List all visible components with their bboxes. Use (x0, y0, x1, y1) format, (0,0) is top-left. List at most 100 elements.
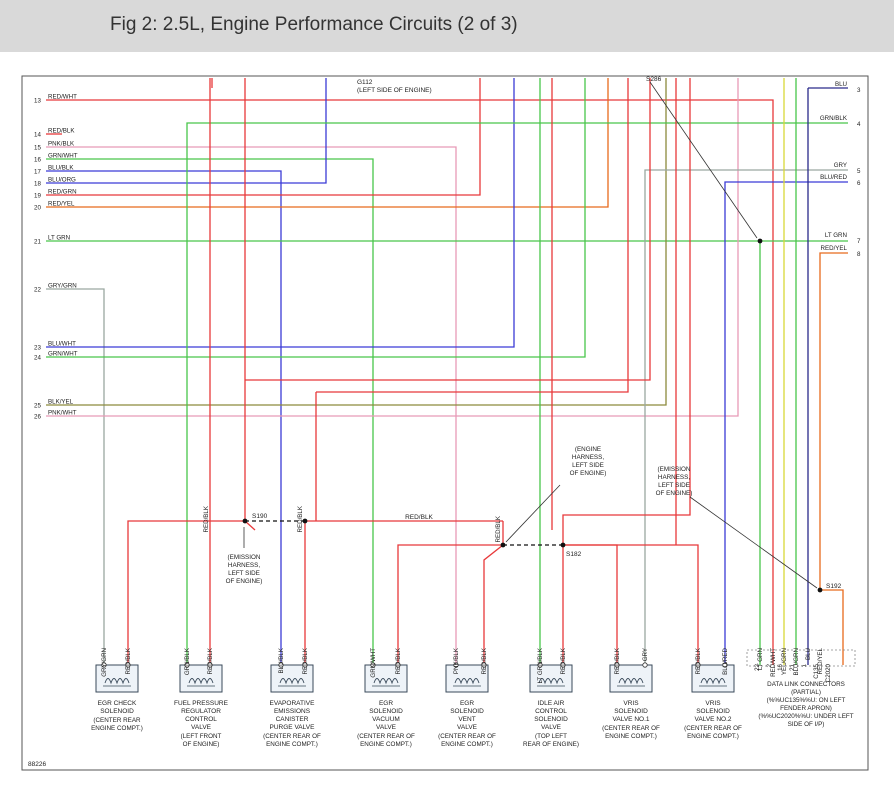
wire-s190-egr-check (127, 520, 245, 665)
component-name: REGULATOR (181, 708, 221, 715)
leader-line (649, 81, 758, 239)
wire-number: 25 (34, 403, 41, 410)
figure-title-bar: Fig 2: 2.5L, Engine Performance Circuits… (0, 0, 894, 52)
wire-label: BLU (835, 81, 847, 88)
wire-number: 18 (34, 181, 41, 188)
component-name: VRIS (705, 700, 721, 707)
wire-label: RED/BLK (203, 505, 210, 532)
wire-number: 20 (34, 205, 41, 212)
wire-red-yel-left (46, 78, 609, 208)
wire-s182-egr-vac (397, 544, 503, 665)
component-name: VALVE (541, 724, 562, 731)
wire-red-loop-2 (316, 78, 629, 393)
note-engine-harness: LEFT SIDE (572, 462, 604, 469)
splice-label-s286: S286 (646, 76, 662, 83)
wire-label: RED/BLK (48, 128, 75, 135)
wire-blu-red (724, 181, 848, 665)
wire-label: RED/WHT (48, 94, 77, 101)
component-location: REAR OF ENGINE) (523, 741, 579, 748)
wire-label: GRN/WHT (48, 153, 78, 160)
component-location: ENGINE COMPT.) (266, 741, 318, 748)
wire-number: 14 (34, 132, 41, 139)
dlc-name: (%%UC135%%U: ON LEFT (767, 697, 846, 704)
wire-label: RED/BLK (302, 647, 309, 674)
wire-label: GRY (834, 162, 847, 169)
splice-s192-dot (817, 587, 823, 593)
wire-label: RED/GRN (48, 189, 77, 196)
component-name: VALVE (457, 724, 478, 731)
wire-number: 7 (857, 238, 861, 245)
connector-pin (695, 662, 701, 668)
solenoid-icon (529, 664, 573, 693)
wire-label: GRN/WHT (48, 351, 78, 358)
note-emission-harness: LEFT SIDE (228, 570, 260, 577)
wire-label: RED/BLK (614, 647, 621, 674)
figure-id: 88226 (28, 761, 46, 768)
component-location: ENGINE COMPT.) (441, 741, 493, 748)
wire-label: LT GRN (757, 648, 764, 670)
wire-label: RED/BLK (481, 647, 488, 674)
connector-pin (537, 662, 543, 668)
wire-gry-grn (46, 288, 105, 665)
note-engine-harness: HARNESS, (572, 454, 604, 461)
component-name: CONTROL (185, 716, 217, 723)
splice-s182-dot (560, 542, 566, 548)
wire-gry (644, 169, 848, 665)
wire-number: 3 (857, 87, 861, 94)
component-name: FUEL PRESSURE (174, 700, 229, 707)
dlc-name: SIDE OF I/P) (788, 721, 825, 728)
splice-s286-dot (757, 238, 763, 244)
splice-label-s182: S182 (566, 551, 582, 558)
wire-blu-blk (46, 170, 282, 665)
wire-label: BLK/YEL (48, 399, 74, 406)
wire-number: 8 (857, 251, 861, 258)
dlc-pin-label: C135 (813, 663, 820, 678)
component-name: SOLENOID (534, 716, 568, 723)
wire-label: LT GRN/BLK (537, 647, 544, 683)
component-name: VALVE (376, 724, 397, 731)
wire-label-redblk-mid: RED/BLK (405, 514, 433, 521)
connector-pin (395, 662, 401, 668)
note-emission-harness: OF ENGINE) (226, 578, 263, 585)
wire-label: RED/BLK (495, 515, 502, 542)
wire-number: 4 (857, 121, 861, 128)
coil-icon (454, 678, 480, 685)
coil-icon (104, 678, 130, 685)
coil-icon (700, 678, 726, 685)
page-title: Fig 2: 2.5L, Engine Performance Circuits… (110, 14, 518, 35)
splice-label-s190: S190 (252, 513, 268, 520)
connector-pin (184, 662, 190, 668)
component-location: ENGINE COMPT.) (91, 725, 143, 732)
solenoid-icon (609, 664, 653, 693)
component-name: SOLENOID (450, 708, 484, 715)
wire-label: RED/BLK (207, 647, 214, 674)
dlc-name: (%%UC2020%%U: UNDER LEFT (758, 713, 853, 720)
wire-grn-wht-upper (46, 78, 586, 358)
connector-pin (370, 662, 376, 668)
component-location: ENGINE COMPT.) (360, 741, 412, 748)
wire-number: 24 (34, 355, 41, 362)
wire-label: GRY/GRN (101, 648, 108, 677)
solenoid-icon (179, 664, 223, 693)
dlc-name: FENDER APRON) (780, 705, 832, 712)
dlc-pin-label: 22 (754, 663, 761, 670)
connector-pin (278, 662, 284, 668)
connector-pin (560, 662, 566, 668)
wire-label: BLU (805, 648, 812, 660)
dlc-pin-label: C2020 (825, 663, 832, 682)
component-name: VALVE NO.1 (613, 716, 650, 723)
wire-label: RED/BLK (560, 647, 567, 674)
wire-label: GRN/WHT (370, 648, 377, 678)
wire-label: BLU/GRN (793, 648, 800, 676)
connector-pin (125, 662, 131, 668)
component-name: VENT (458, 716, 475, 723)
wire-number: 26 (34, 414, 41, 421)
wire-label: LT GRN (825, 232, 847, 239)
component-name: SOLENOID (696, 708, 730, 715)
splice-label-s192: S192 (826, 583, 842, 590)
wire-number: 15 (34, 145, 41, 152)
dlc-name: (PARTIAL) (791, 689, 821, 696)
note-emission-harness: HARNESS, (658, 474, 690, 481)
component-name: CONTROL (535, 708, 567, 715)
